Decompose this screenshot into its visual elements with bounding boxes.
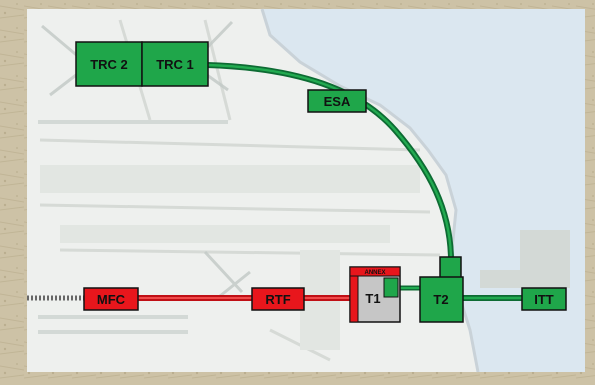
station-mfc-label: MFC — [97, 292, 126, 307]
station-t2: T2 — [419, 256, 464, 323]
t2-upper-block — [439, 256, 462, 280]
station-itt: ITT — [521, 287, 567, 311]
station-t2-label: T2 — [433, 292, 448, 307]
station-t1: ANNEX T1 — [349, 266, 401, 323]
t1-annex-label: ANNEX — [364, 270, 385, 276]
station-rtf: RTF — [251, 287, 305, 311]
station-itt-label: ITT — [534, 292, 554, 307]
station-trc2: TRC 2 — [75, 41, 143, 87]
t1-green-gate — [383, 277, 399, 298]
station-rtf-label: RTF — [265, 292, 290, 307]
t1-annex-bar — [349, 266, 401, 277]
station-mfc: MFC — [83, 287, 139, 311]
station-trc2-label: TRC 2 — [90, 57, 128, 72]
station-esa-label: ESA — [324, 94, 351, 109]
station-t1-label: T1 — [365, 291, 380, 306]
station-trc1: TRC 1 — [141, 41, 209, 87]
station-esa: ESA — [307, 89, 367, 113]
station-trc1-label: TRC 1 — [156, 57, 194, 72]
t1-red-side — [349, 275, 359, 323]
